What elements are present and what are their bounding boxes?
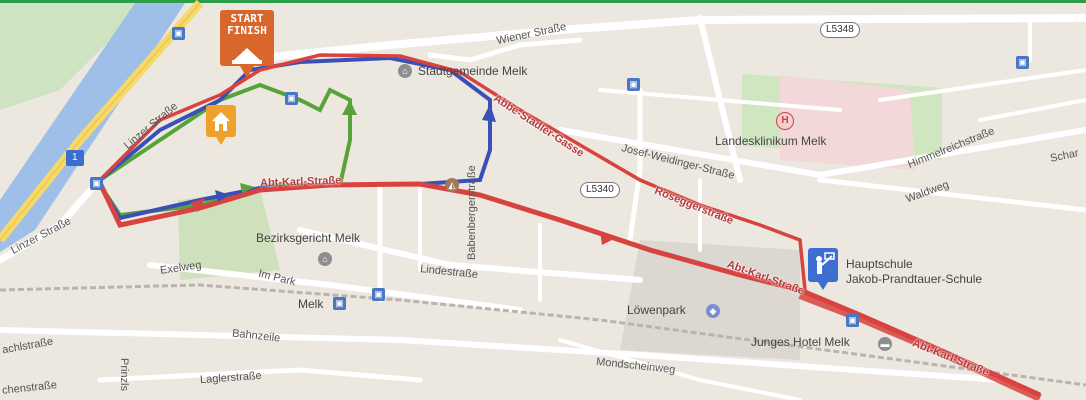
- house-icon: [206, 105, 236, 145]
- poi-loewenpark[interactable]: Löwenpark: [627, 303, 686, 317]
- poi-hauptschule-name[interactable]: Jakob-Prandtauer-Schule: [846, 272, 983, 286]
- hospital-area: [780, 75, 915, 170]
- bus-stop-icon[interactable]: ▣: [846, 314, 859, 327]
- bus-stop-icon[interactable]: ▣: [372, 288, 385, 301]
- arrow-green-1: [240, 183, 255, 193]
- education-icon[interactable]: ◭: [445, 178, 459, 192]
- bus-stop-icon[interactable]: ▣: [172, 27, 185, 40]
- townhall-icon[interactable]: ⌂: [398, 64, 412, 78]
- bus-stop-icon[interactable]: ▣: [627, 78, 640, 91]
- park-area-2: [178, 190, 280, 280]
- start-label: START: [230, 12, 264, 25]
- poi-stadtgemeinde[interactable]: Stadtgemeinde Melk: [418, 64, 528, 78]
- arrow-red-2: [600, 231, 616, 245]
- hotel-icon[interactable]: ▬: [878, 337, 892, 351]
- arrow-green-2: [342, 100, 357, 115]
- start-finish-flag-icon: [220, 10, 274, 78]
- mall-icon[interactable]: ◆: [706, 304, 720, 318]
- start-finish-marker[interactable]: START FINISH: [218, 10, 276, 78]
- railway: [0, 283, 1086, 387]
- arrow-red-1: [190, 198, 205, 212]
- bus-stop-icon[interactable]: ▣: [1016, 56, 1029, 69]
- hospital-icon[interactable]: H: [776, 112, 794, 130]
- school-icon: [808, 248, 838, 290]
- road-badge-1: 1: [66, 150, 84, 166]
- arrow-blue-1: [215, 190, 230, 202]
- poi-landesklinikum[interactable]: Landesklinikum Melk: [715, 134, 827, 148]
- finish-label: FINISH: [227, 24, 267, 37]
- top-border: [0, 0, 1086, 3]
- road-badge-l5348: L5348: [820, 22, 860, 38]
- court-icon[interactable]: ⌂: [318, 252, 332, 266]
- school-marker[interactable]: [808, 248, 838, 290]
- arrow-blue-2: [482, 104, 496, 122]
- poi-junges-hotel[interactable]: Junges Hotel Melk: [751, 335, 850, 349]
- road-badge-l5340: L5340: [580, 182, 620, 198]
- bus-stop-icon[interactable]: ▣: [90, 177, 103, 190]
- poi-melk-station[interactable]: Melk: [298, 297, 324, 311]
- home-marker[interactable]: [206, 105, 236, 145]
- poi-hauptschule[interactable]: Hauptschule: [846, 257, 913, 271]
- poi-bezirksgericht[interactable]: Bezirksgericht Melk: [256, 231, 361, 245]
- route-red-north: [98, 53, 807, 291]
- train-station-icon[interactable]: ▣: [333, 297, 346, 310]
- street-prinz: Prinzls: [118, 358, 130, 392]
- street-babenberger: Babenbergerstraße: [466, 165, 478, 260]
- park-area: [0, 3, 140, 110]
- bus-stop-icon[interactable]: ▣: [285, 92, 298, 105]
